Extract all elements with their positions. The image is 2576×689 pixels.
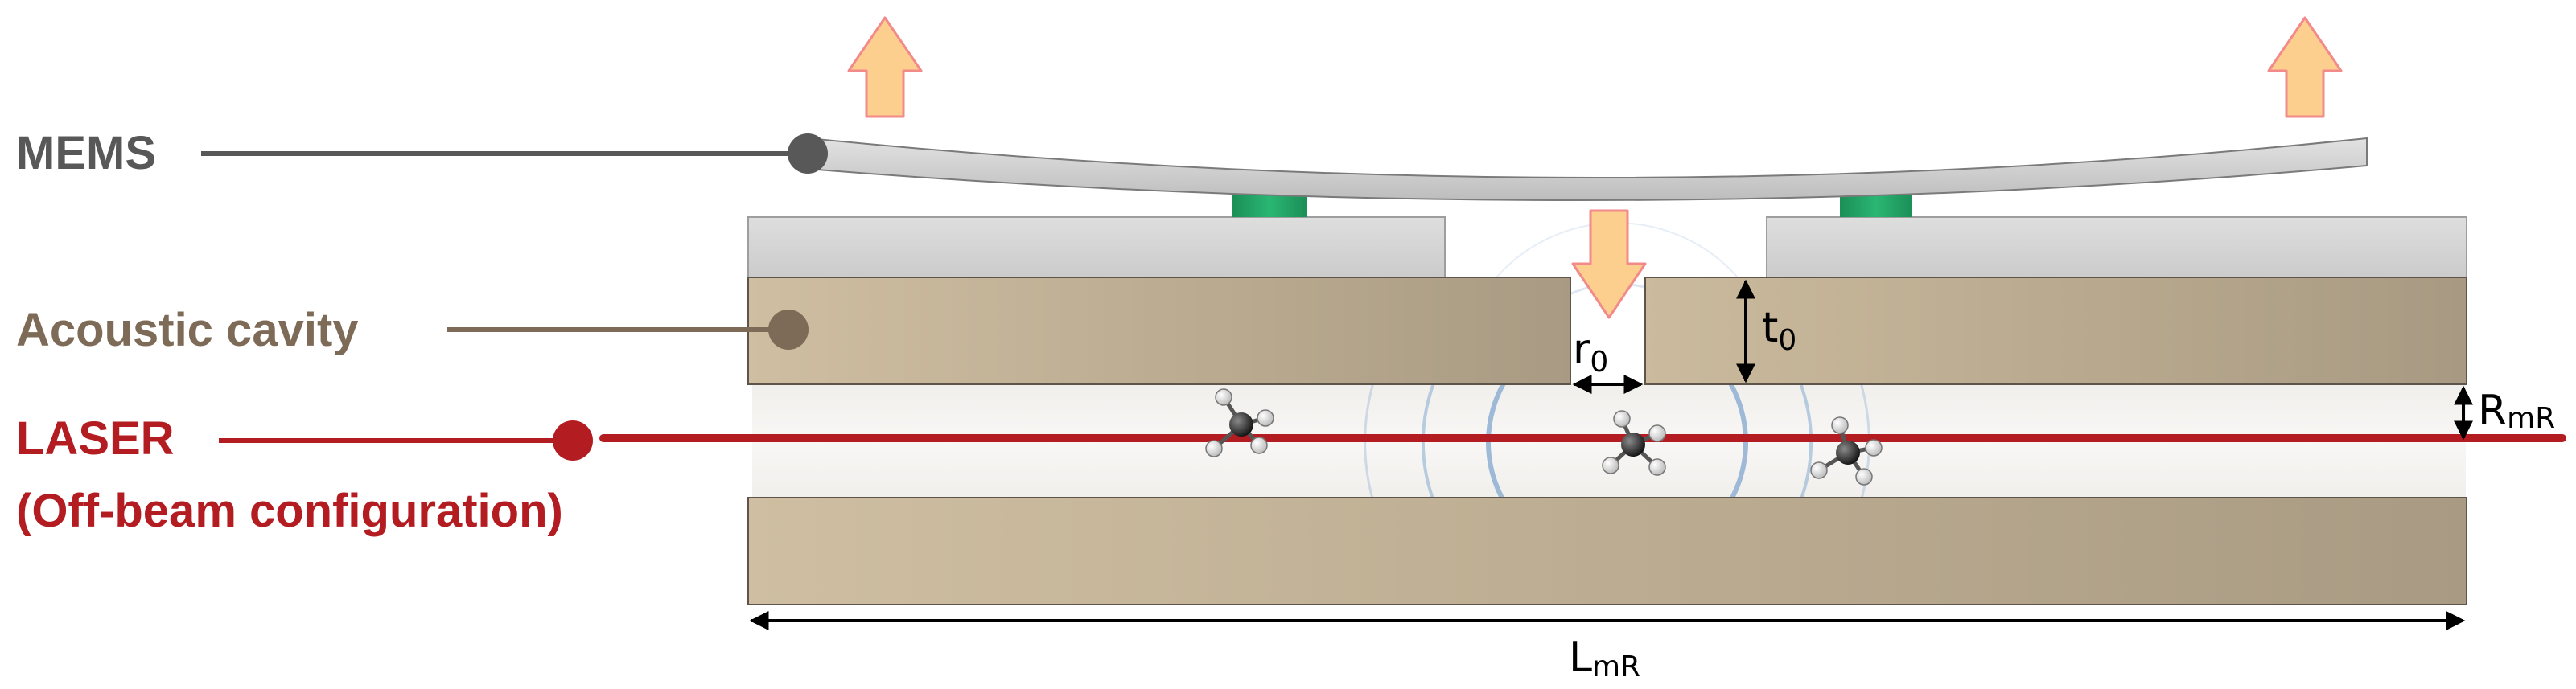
up-arrow-icon — [2267, 16, 2343, 118]
lmr-dimension: LmR — [749, 611, 2466, 683]
svg-text:r0: r0 — [1573, 326, 1608, 379]
methane-molecule-icon — [1602, 410, 1666, 476]
acoustic-cavity-label: Acoustic cavity — [16, 304, 359, 356]
rmr-symbol: R — [2478, 387, 2507, 435]
mems-cantilever — [807, 137, 2368, 202]
laser-label: LASER — [16, 412, 175, 465]
mems-leader — [201, 133, 828, 174]
cavity-block-bottom — [747, 497, 2467, 605]
rmr-subscript: mR — [2507, 402, 2555, 435]
svg-text:t0: t0 — [1762, 304, 1796, 357]
r0-subscript: 0 — [1590, 346, 1608, 379]
svg-text:RmR: RmR — [2478, 387, 2555, 435]
t0-subscript: 0 — [1778, 324, 1796, 357]
rmr-dimension: RmR — [2454, 385, 2555, 441]
r0-dimension: r0 — [1572, 326, 1644, 394]
mems-label: MEMS — [16, 127, 156, 179]
down-arrow-icon — [1571, 209, 1647, 319]
lmr-symbol: L — [1569, 634, 1592, 682]
cavity-block-top-left — [747, 277, 1571, 385]
cavity-block-top-right — [1644, 277, 2467, 385]
r0-symbol: r — [1573, 326, 1590, 374]
top-plate-left — [747, 216, 1446, 279]
top-plate-right — [1766, 216, 2467, 279]
t0-symbol: t — [1762, 304, 1778, 352]
t0-dimension: t0 — [1736, 279, 1796, 383]
methane-molecule-icon — [1810, 416, 1883, 486]
cavity-leader — [447, 310, 809, 350]
svg-text:LmR: LmR — [1569, 634, 1640, 683]
methane-molecule-icon — [1205, 388, 1274, 457]
lmr-subscript: mR — [1592, 650, 1640, 683]
laser-leader — [219, 420, 593, 461]
laser-config-label: (Off-beam configuration) — [16, 485, 563, 537]
up-arrow-icon — [847, 16, 923, 118]
